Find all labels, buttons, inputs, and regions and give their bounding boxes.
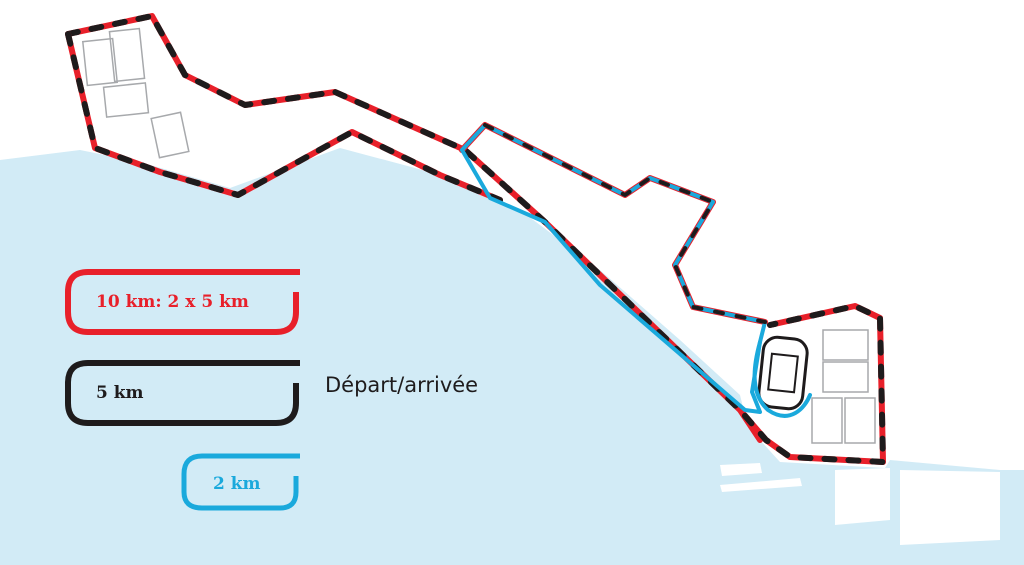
pier — [835, 468, 890, 525]
legend-5km-label: 5 km — [96, 383, 144, 403]
pier — [720, 478, 802, 492]
stadium-field — [767, 352, 799, 394]
pier — [720, 463, 762, 476]
legend-10km-label: 10 km: 2 x 5 km — [96, 292, 249, 312]
stadium-track — [757, 335, 809, 411]
pier — [900, 470, 1000, 545]
legend-10km-shape — [65, 269, 300, 335]
start-finish-label: Départ/arrivée — [325, 373, 479, 397]
legend-2km-shape — [181, 453, 300, 511]
route-5-10km — [65, 13, 886, 465]
water-area — [0, 148, 1024, 565]
buildings-left — [81, 27, 190, 159]
legend-5km-shape — [65, 360, 300, 426]
legend-2km-label: 2 km — [213, 474, 261, 494]
route-2km — [459, 122, 812, 418]
buildings-right — [811, 329, 876, 444]
